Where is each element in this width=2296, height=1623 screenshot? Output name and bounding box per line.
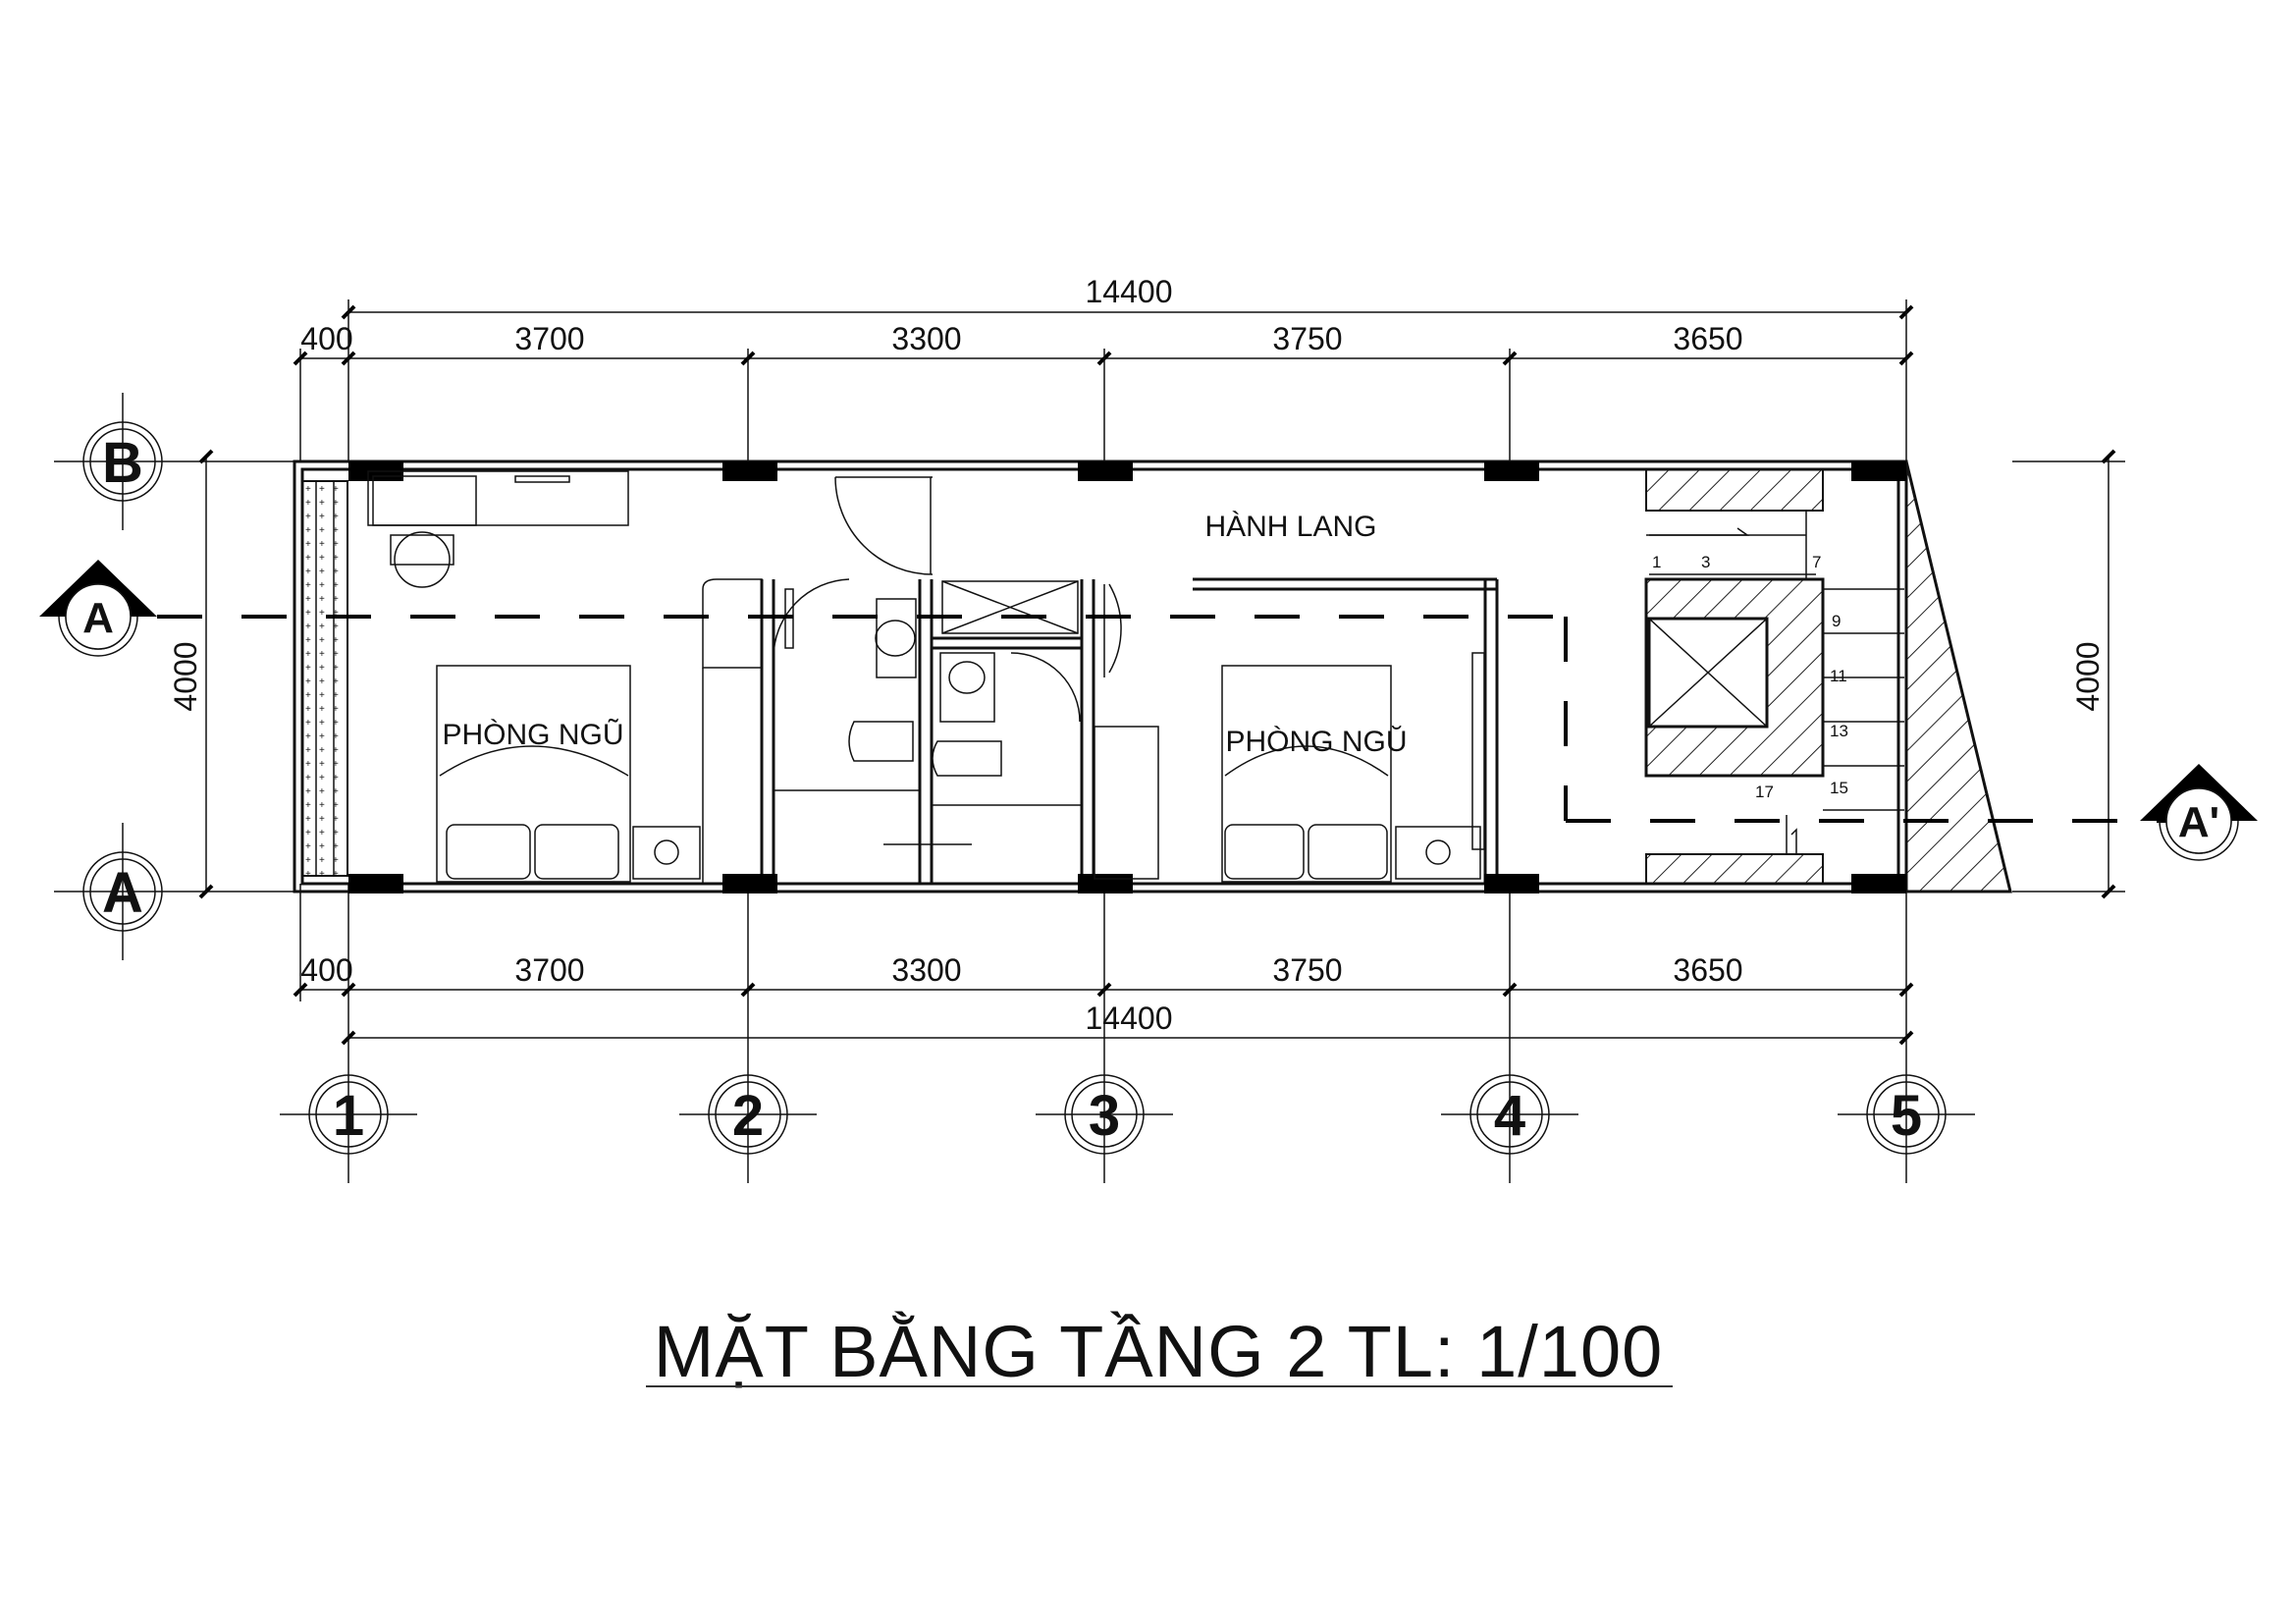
stair-step: 15: [1830, 779, 1848, 797]
walls: [293, 460, 2012, 893]
stair-step: 13: [1830, 722, 1848, 740]
stair-step: 9: [1832, 612, 1841, 630]
grid-label-1: 1: [333, 1084, 364, 1148]
dim-top-3700: 3700: [514, 321, 584, 356]
grid-label-a: A: [102, 861, 143, 925]
room-labels: HÀNH LANG PHÒNG NGŨ PHÒNG NGŬ: [442, 511, 1407, 758]
drawing-title-text: MẶT BẰNG TẦNG 2 TL: 1/100: [654, 1311, 1664, 1392]
grid-label-2: 2: [732, 1084, 764, 1148]
stair-step: 17: [1755, 783, 1774, 801]
dim-bottom-400: 400: [300, 952, 352, 988]
room-label-corridor: HÀNH LANG: [1204, 511, 1376, 543]
stair-step: 3: [1701, 553, 1710, 571]
stair-step: 11: [1830, 667, 1847, 685]
doors: [773, 476, 1122, 723]
section-mark-right: A': [2178, 798, 2219, 846]
section-cut-line: [157, 615, 2171, 823]
dim-bottom-3750: 3750: [1272, 952, 1342, 988]
side-dimension-lines: [191, 449, 2125, 899]
grid-label-3: 3: [1089, 1084, 1120, 1148]
top-dimension-lines: [293, 299, 1914, 461]
section-mark-left: A: [82, 594, 114, 642]
left-bedroom-furniture: [367, 470, 701, 883]
dimension-labels: 14400 400 3700 3300 3750 3650 400 3700 3…: [168, 274, 2106, 1036]
stair-step: 7: [1812, 553, 1821, 571]
room-label-bedroom-left: PHÒNG NGŨ: [442, 718, 623, 751]
structural-columns: [348, 461, 1906, 893]
right-bedroom-furniture: [1094, 652, 1485, 883]
grid-label-5: 5: [1891, 1084, 1922, 1148]
bathroom-fixtures: [848, 580, 1079, 845]
dim-bottom-3700: 3700: [514, 952, 584, 988]
dim-bottom-total: 14400: [1086, 1001, 1173, 1036]
staircase: [1644, 468, 1904, 885]
dim-right-height: 4000: [2070, 641, 2106, 711]
dim-left-height: 4000: [168, 641, 203, 711]
dim-top-total: 14400: [1086, 274, 1173, 309]
dim-bottom-3300: 3300: [891, 952, 961, 988]
bottom-dimension-lines: [293, 884, 1914, 1065]
dim-bottom-3650: 3650: [1673, 952, 1742, 988]
stair-step: 1: [1652, 553, 1661, 571]
dim-top-3750: 3750: [1272, 321, 1342, 356]
dim-top-3300: 3300: [891, 321, 961, 356]
grid-bubbles: 1 2 3 4 5 B A A A': [39, 393, 2258, 1183]
dim-top-3650: 3650: [1673, 321, 1742, 356]
stair-step-numbers: 1 3 7 9 11 13 15 17: [1652, 553, 1848, 801]
dim-top-400: 400: [300, 321, 352, 356]
grid-label-4: 4: [1494, 1084, 1525, 1148]
grid-label-b: B: [102, 431, 143, 495]
room-label-bedroom-right: PHÒNG NGŬ: [1225, 726, 1407, 758]
drawing-title: MẶT BẰNG TẦNG 2 TL: 1/100: [646, 1311, 1673, 1392]
